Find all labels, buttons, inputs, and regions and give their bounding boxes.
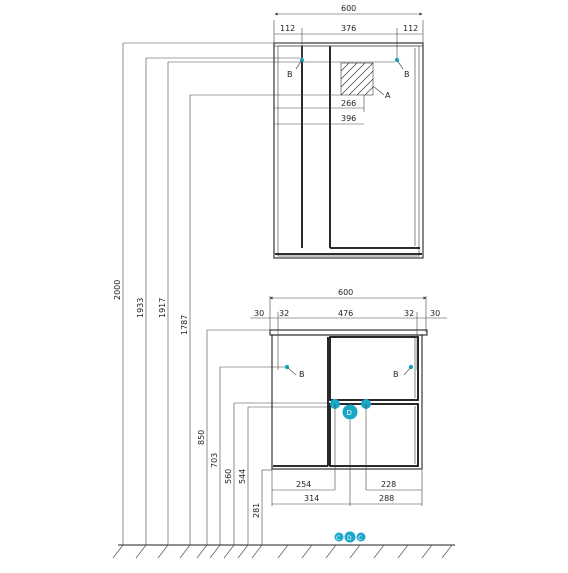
dim-height-560: 560	[224, 469, 233, 484]
dim-wall-depth-outer: 396	[341, 114, 356, 123]
dim-height-703: 703	[210, 453, 219, 468]
base-bottom-drawer	[329, 403, 419, 467]
base-mount-leader-right	[403, 366, 412, 376]
label-b-wall-right: B	[404, 70, 410, 79]
height-dimensions: 2000 1933 1917 1787 850 703 560 544 281	[113, 42, 395, 545]
wall-cabinet-inner-frame	[277, 45, 420, 257]
dim-height-1933: 1933	[136, 298, 145, 318]
dim-height-1787: 1787	[180, 315, 189, 335]
countertop	[269, 329, 428, 336]
floor: C D C	[112, 531, 455, 559]
drain-point-d	[342, 404, 358, 420]
dim-base-bottom-left-inner: 254	[296, 480, 311, 489]
dim-base-center: 476	[338, 309, 353, 318]
dim-base-inset-right: 32	[404, 309, 414, 318]
dim-wall-right: 112	[403, 24, 418, 33]
label-b-base-left: B	[299, 370, 305, 379]
wall-cabinet-outline	[273, 42, 424, 259]
base-cabinet: 600 30 32 476 32 30 B B D 254 228 314	[250, 288, 447, 506]
dim-base-bottom-right-inner: 228	[381, 480, 396, 489]
dim-base-bottom-right-outer: 288	[379, 494, 394, 503]
label-a-leader	[372, 85, 385, 96]
label-b-base-right: B	[393, 370, 399, 379]
floor-label-d: D	[347, 535, 352, 542]
wall-cabinet: A 600 112 376 112 B B 266 396	[273, 4, 424, 259]
label-d-base: D	[347, 409, 352, 417]
floor-label-c-right: C	[358, 535, 362, 542]
dim-base-side-left: 30	[254, 309, 264, 318]
floor-label-c-left: C	[336, 535, 340, 542]
dim-height-2000: 2000	[113, 280, 122, 300]
floor-marker-d	[344, 531, 356, 543]
mount-leader-right	[396, 59, 404, 70]
dim-height-281: 281	[252, 503, 261, 518]
floor-marker-c-left	[334, 532, 344, 542]
mount-leader-left	[295, 59, 303, 70]
dim-wall-left: 112	[280, 24, 295, 33]
floor-marker-c-right	[356, 532, 366, 542]
dim-base-side-right: 30	[430, 309, 440, 318]
dim-wall-depth-inner: 266	[341, 99, 356, 108]
base-cabinet-outline	[271, 334, 423, 470]
socket-hatch	[340, 62, 374, 96]
label-a: A	[385, 91, 391, 100]
dim-wall-center: 376	[341, 24, 356, 33]
dim-base-bottom-left-outer: 314	[304, 494, 319, 503]
base-mount-leader-left	[286, 366, 297, 376]
label-b-wall-left: B	[287, 70, 293, 79]
dim-height-1917: 1917	[158, 298, 167, 318]
dim-base-inset-left: 32	[279, 309, 289, 318]
base-top-drawer	[329, 336, 419, 401]
floor-hatch	[112, 544, 453, 559]
dim-height-850: 850	[197, 430, 206, 445]
dim-wall-total-width: 600	[341, 4, 356, 13]
dim-base-total-width: 600	[338, 288, 353, 297]
dim-height-544: 544	[238, 469, 247, 484]
